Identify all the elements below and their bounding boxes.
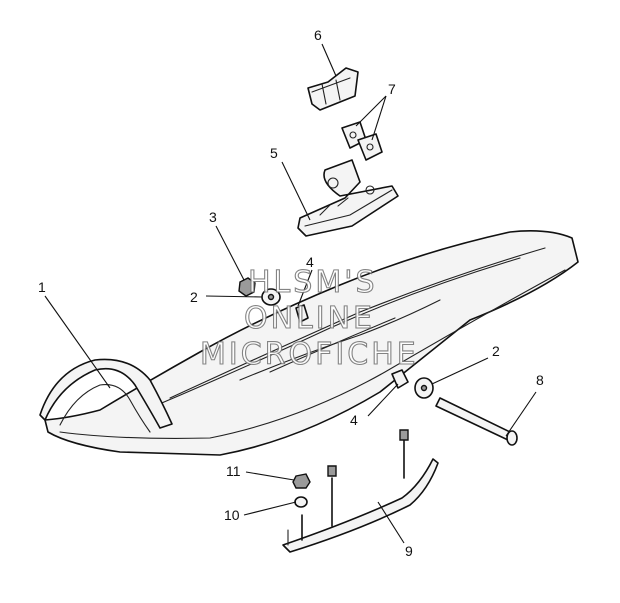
callout-1: 1 bbox=[38, 279, 46, 295]
callout-10: 10 bbox=[224, 507, 240, 523]
ski-handle-loop bbox=[39, 358, 173, 433]
callout-11: 11 bbox=[226, 463, 241, 479]
spindle-bracket bbox=[297, 159, 399, 237]
callout-5: 5 bbox=[270, 145, 278, 161]
wear-pads bbox=[341, 121, 383, 161]
callout-9: 9 bbox=[405, 543, 413, 559]
callout-2-upper: 2 bbox=[190, 289, 198, 305]
bumper-block bbox=[307, 67, 359, 111]
bushing-upper bbox=[295, 304, 309, 323]
watermark: HLSM'S ONLINE MICROFICHE bbox=[199, 264, 419, 372]
callout-4-lower: 4 bbox=[350, 412, 358, 428]
nut bbox=[238, 277, 256, 297]
callout-6: 6 bbox=[314, 27, 322, 43]
bushing-lower bbox=[391, 369, 409, 389]
watermark-line-1: HLSM'S bbox=[248, 265, 378, 300]
ski-body bbox=[44, 230, 579, 456]
lock-washer bbox=[294, 496, 308, 508]
leader-lines bbox=[44, 43, 537, 544]
callout-4-upper: 4 bbox=[306, 254, 314, 270]
callout-3: 3 bbox=[209, 209, 217, 225]
watermark-line-3: MICROFICHE bbox=[200, 337, 419, 372]
callout-labels: 1 2 3 4 5 6 7 8 9 10 11 2 4 bbox=[38, 27, 544, 559]
callout-8: 8 bbox=[536, 372, 544, 388]
runner-nut bbox=[292, 473, 311, 489]
spindle-bolt bbox=[435, 397, 518, 446]
callout-7: 7 bbox=[388, 81, 396, 97]
watermark-line-2: ONLINE bbox=[244, 301, 375, 336]
wear-bar bbox=[282, 429, 439, 553]
washer-lower bbox=[414, 377, 434, 399]
callout-2-lower: 2 bbox=[492, 343, 500, 359]
